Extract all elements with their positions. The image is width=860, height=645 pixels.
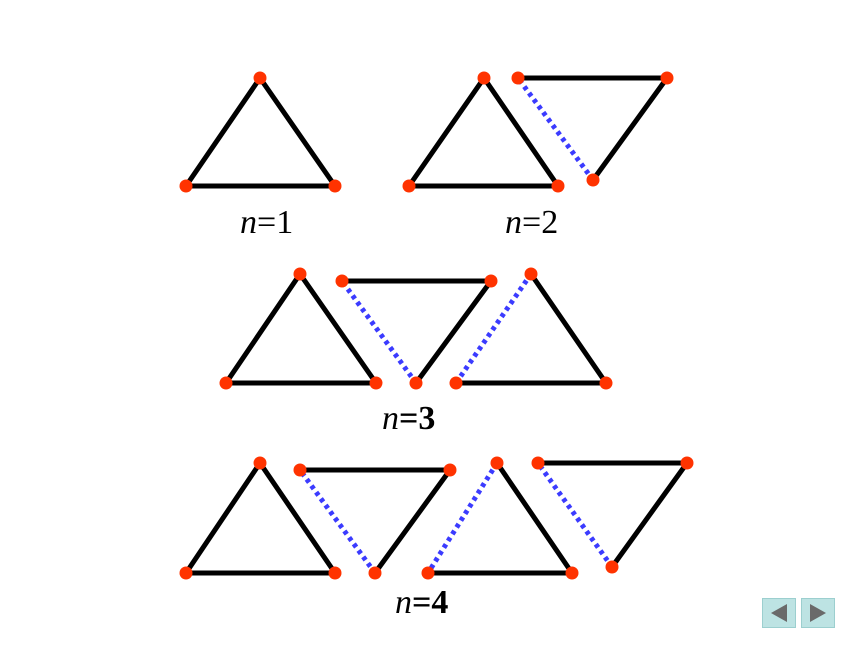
vertex-dot	[524, 267, 538, 281]
vertex-dot	[328, 566, 342, 580]
vertex-dot	[443, 463, 457, 477]
label-n-equals-2: n=2	[505, 206, 558, 240]
vertex-dot	[335, 274, 349, 288]
triangle-edge	[183, 75, 263, 189]
label-equals: =	[412, 584, 432, 621]
right-triangle-arrow-icon	[810, 604, 826, 622]
dashed-edge	[515, 76, 596, 182]
label-n-equals-3: n=3	[382, 402, 435, 436]
vertex-dot	[484, 274, 498, 288]
label-n-equals-4: n=4	[395, 586, 448, 620]
triangle-edge	[257, 75, 338, 189]
triangle-edge	[609, 460, 690, 570]
label-number: 2	[541, 204, 559, 241]
label-n-equals-1: n=1	[240, 206, 293, 240]
triangle-edge	[257, 460, 338, 576]
vertex-dot	[409, 376, 423, 390]
vertex-dot	[586, 173, 600, 187]
vertex-dot	[551, 179, 565, 193]
vertex-dot	[293, 267, 307, 281]
triangle-edge	[223, 271, 303, 386]
prev-button[interactable]	[762, 598, 796, 628]
vertex-dot	[368, 566, 382, 580]
triangle-edge	[297, 271, 379, 386]
vertex-dot	[179, 566, 193, 580]
vertex-dot	[219, 376, 233, 390]
label-number: 1	[276, 204, 294, 241]
triangle-edge	[528, 271, 609, 386]
vertex-dot	[421, 566, 435, 580]
vertex-dot	[253, 71, 267, 85]
label-number: 4	[431, 584, 449, 621]
left-triangle-arrow-icon	[771, 604, 787, 622]
dashed-edge	[339, 279, 419, 385]
vertex-dot	[253, 456, 267, 470]
label-equals: =	[257, 204, 277, 241]
vertex-dot	[293, 463, 307, 477]
label-variable: n	[395, 584, 412, 621]
dashed-edge	[535, 461, 615, 569]
triangle-edge	[590, 75, 670, 183]
label-equals: =	[399, 400, 419, 437]
dashed-edge	[453, 272, 534, 385]
vertex-dot	[565, 566, 579, 580]
dashed-edge	[297, 468, 378, 575]
vertex-dot	[179, 179, 193, 193]
next-button[interactable]	[801, 598, 835, 628]
vertex-dot	[490, 456, 504, 470]
triangle-edge	[494, 460, 575, 576]
dashed-edge	[425, 461, 500, 575]
triangle-edge	[481, 75, 561, 189]
label-number: 3	[418, 400, 436, 437]
triangle-edge	[372, 467, 453, 576]
label-variable: n	[505, 204, 522, 241]
vertex-dot	[680, 456, 694, 470]
triangle-edge	[406, 75, 487, 189]
label-variable: n	[382, 400, 399, 437]
vertex-dot	[402, 179, 416, 193]
vertex-dot	[328, 179, 342, 193]
vertex-dot	[599, 376, 613, 390]
vertex-dot	[369, 376, 383, 390]
label-equals: =	[522, 204, 542, 241]
vertex-dot	[660, 71, 674, 85]
vertex-dot	[449, 376, 463, 390]
vertex-dot	[531, 456, 545, 470]
vertex-dot	[511, 71, 525, 85]
triangle-edge	[183, 460, 263, 576]
label-variable: n	[240, 204, 257, 241]
vertex-dot	[477, 71, 491, 85]
vertex-dot	[605, 560, 619, 574]
triangle-edge	[413, 278, 494, 386]
